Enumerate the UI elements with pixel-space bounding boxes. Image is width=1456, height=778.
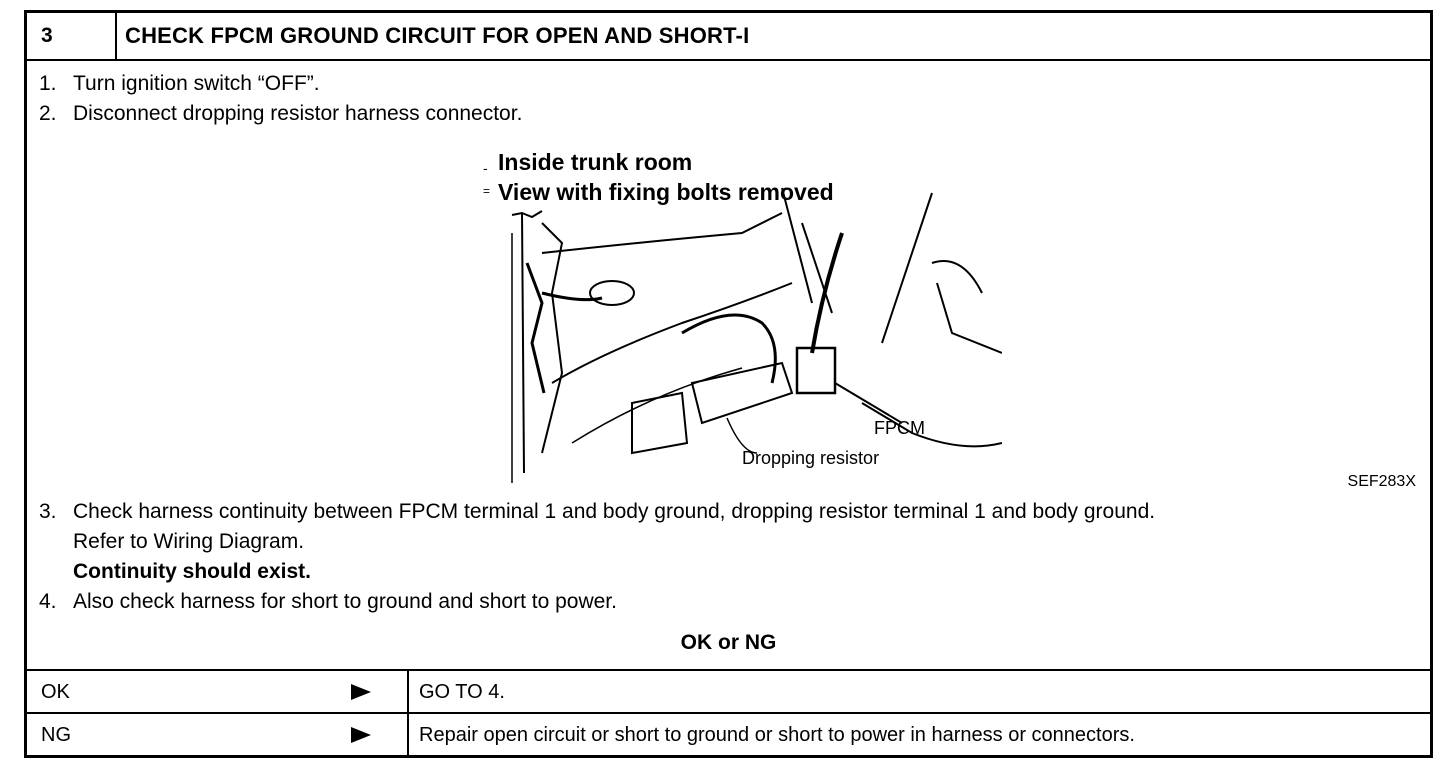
result-row-ng: NG Repair open circuit or short to groun… [27,712,1430,757]
procedure-table: 3 CHECK FPCM GROUND CIRCUIT FOR OPEN AND… [24,10,1433,758]
instruction-text: Disconnect dropping resistor harness con… [73,102,523,125]
trunk-illustration: - = [483,160,1002,483]
triangle-arrow-icon [351,727,371,743]
dropping-resistor-label: Dropping resistor [742,448,880,468]
svg-text:-: - [483,160,488,176]
result-row-ok: OK GO TO 4. [27,669,1430,714]
result-action: GO TO 4. [419,681,505,703]
instruction-3-line-2: Refer to Wiring Diagram. [73,530,305,553]
instruction-1: 1. Turn ignition switch “OFF”. [39,69,320,99]
trunk-diagram: Inside trunk room View with fixing bolts… [482,149,1002,488]
step-title: CHECK FPCM GROUND CIRCUIT FOR OPEN AND S… [125,23,750,48]
instruction-number: 1. [39,72,57,95]
instruction-text: Also check harness for short to ground a… [73,590,617,613]
svg-text:=: = [483,184,490,198]
instruction-number: 3. [39,500,57,523]
instruction-4: 4. Also check harness for short to ground… [39,587,617,617]
instruction-text: Check harness continuity between FPCM te… [73,500,1156,523]
figure-caption-2: View with fixing bolts removed [498,179,834,205]
instruction-number: 2. [39,102,57,125]
table-header: 3 CHECK FPCM GROUND CIRCUIT FOR OPEN AND… [27,13,1430,61]
result-action: Repair open circuit or short to ground o… [419,724,1135,746]
continuity-requirement: Continuity should exist. [73,560,312,583]
fpcm-label: FPCM [874,418,925,438]
result-key: OK [27,671,409,714]
figure-code: SEF283X [1347,473,1416,490]
step-number: 3 [27,13,117,59]
result-heading: OK or NG [680,631,777,654]
figure-caption-1: Inside trunk room [498,149,693,175]
instruction-2: 2. Disconnect dropping resistor harness c… [39,99,522,129]
instruction-3: 3. Check harness continuity between FPCM … [39,497,1155,527]
instruction-text: Turn ignition switch “OFF”. [73,72,320,95]
triangle-arrow-icon [351,684,371,700]
instruction-number: 4. [39,590,57,613]
result-key: NG [27,714,409,757]
